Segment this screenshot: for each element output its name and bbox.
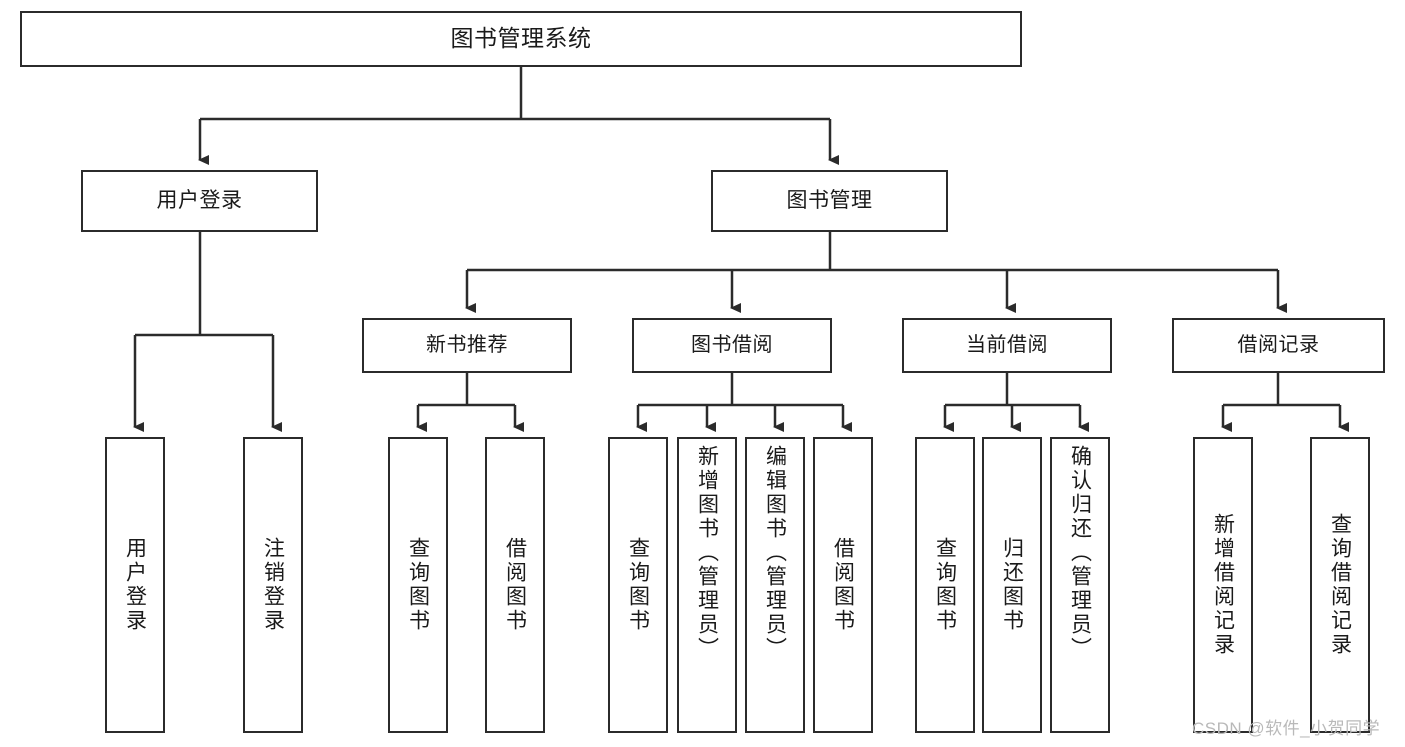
leaf-borrow-record-add[interactable]: 新增借阅记录 [1193, 437, 1253, 733]
leaf-book-borrow-add-label: 新增图书（管理员） [695, 445, 719, 661]
leaf-book-borrow-query[interactable]: 查询图书 [608, 437, 668, 733]
leaf-book-borrow-query-label: 查询图书 [626, 537, 650, 633]
leaf-user-login-signout-label: 注销登录 [261, 537, 285, 633]
node-new-book-recommend-label: 新书推荐 [426, 334, 508, 357]
leaf-book-borrow-edit-label: 编辑图书（管理员） [763, 445, 787, 661]
leaf-current-borrow-confirm-label: 确认归还（管理员） [1068, 445, 1092, 661]
node-book-borrow[interactable]: 图书借阅 [632, 318, 832, 373]
leaf-current-borrow-confirm[interactable]: 确认归还（管理员） [1050, 437, 1110, 733]
node-book-management[interactable]: 图书管理 [711, 170, 948, 232]
node-borrow-record-label: 借阅记录 [1237, 334, 1320, 357]
leaf-new-book-borrow-label: 借阅图书 [503, 537, 527, 633]
leaf-new-book-query-label: 查询图书 [406, 537, 430, 633]
leaf-user-login-signout[interactable]: 注销登录 [243, 437, 303, 733]
csdn-watermark: CSDN @软件_小贺同学 [1192, 719, 1381, 738]
leaf-current-borrow-return-label: 归还图书 [1000, 537, 1024, 633]
node-root-system-label: 图书管理系统 [450, 25, 592, 52]
node-user-login-label: 用户登录 [156, 189, 243, 213]
leaf-user-login-signin[interactable]: 用户登录 [105, 437, 165, 733]
leaf-new-book-borrow[interactable]: 借阅图书 [485, 437, 545, 733]
leaf-current-borrow-query[interactable]: 查询图书 [915, 437, 975, 733]
leaf-book-borrow-borrow[interactable]: 借阅图书 [813, 437, 873, 733]
node-root-system[interactable]: 图书管理系统 [20, 11, 1022, 67]
leaf-book-borrow-edit[interactable]: 编辑图书（管理员） [745, 437, 805, 733]
leaf-book-borrow-borrow-label: 借阅图书 [831, 537, 855, 633]
node-current-borrow-label: 当前借阅 [966, 334, 1048, 357]
leaf-borrow-record-add-label: 新增借阅记录 [1211, 513, 1235, 657]
leaf-book-borrow-add[interactable]: 新增图书（管理员） [677, 437, 737, 733]
leaf-borrow-record-query[interactable]: 查询借阅记录 [1310, 437, 1370, 733]
node-borrow-record[interactable]: 借阅记录 [1172, 318, 1385, 373]
node-current-borrow[interactable]: 当前借阅 [902, 318, 1112, 373]
node-new-book-recommend[interactable]: 新书推荐 [362, 318, 572, 373]
leaf-user-login-signin-label: 用户登录 [123, 537, 147, 633]
leaf-borrow-record-query-label: 查询借阅记录 [1328, 513, 1352, 657]
node-user-login[interactable]: 用户登录 [81, 170, 318, 232]
leaf-current-borrow-return[interactable]: 归还图书 [982, 437, 1042, 733]
leaf-new-book-query[interactable]: 查询图书 [388, 437, 448, 733]
node-book-management-label: 图书管理 [786, 189, 873, 213]
node-book-borrow-label: 图书借阅 [691, 334, 773, 357]
leaf-current-borrow-query-label: 查询图书 [933, 537, 957, 633]
